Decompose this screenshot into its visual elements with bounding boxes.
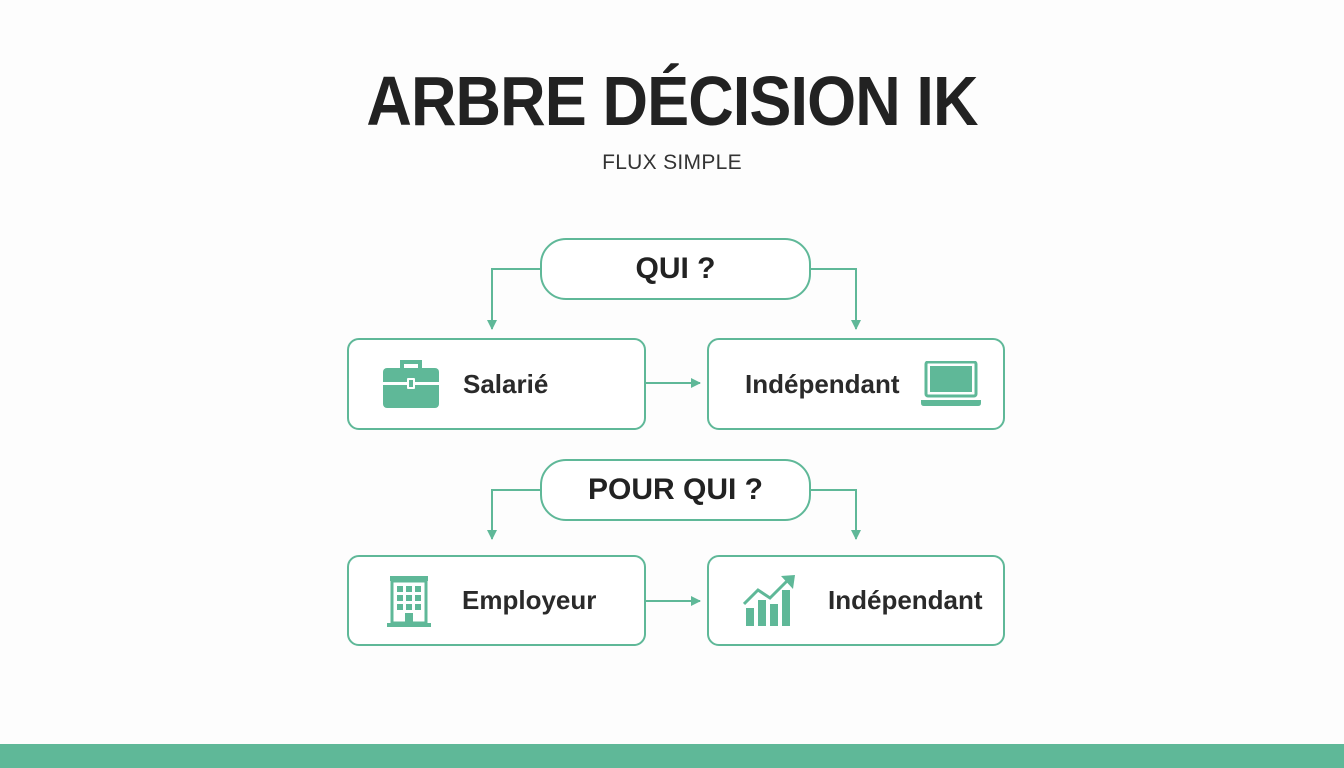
- option-independant-1: Indépendant: [707, 338, 1005, 430]
- option-employeur-label: Employeur: [462, 585, 597, 615]
- option-independant-2: Indépendant: [707, 555, 1005, 646]
- building-icon: [387, 574, 431, 628]
- option-employeur: Employeur: [347, 555, 646, 646]
- growth-chart-icon: [743, 574, 797, 628]
- diagram-subtitle: FLUX SIMPLE: [602, 151, 742, 174]
- branch-arrow-pourqui-left: [487, 489, 541, 540]
- laptop-icon: [920, 361, 981, 407]
- question-pour-qui-label: POUR QUI ?: [587, 473, 763, 506]
- option-independant-1-label: Indépendant: [745, 368, 900, 399]
- option-independant-2-label: Indépendant: [828, 585, 983, 615]
- footer-accent-bar: [0, 744, 1344, 768]
- option-salarie: Salarié: [347, 338, 646, 430]
- briefcase-icon: [382, 358, 440, 410]
- branch-arrow-pourqui-right: [810, 489, 861, 540]
- branch-arrow-qui-left: [487, 268, 541, 330]
- question-qui-label: QUI ?: [635, 252, 716, 285]
- diagram-title: ARBRE DÉCISION IK: [366, 62, 978, 140]
- option-salarie-label: Salarié: [463, 368, 549, 399]
- question-pour-qui: POUR QUI ?: [540, 459, 811, 521]
- question-qui: QUI ?: [540, 238, 811, 300]
- branch-arrow-qui-right: [810, 268, 861, 330]
